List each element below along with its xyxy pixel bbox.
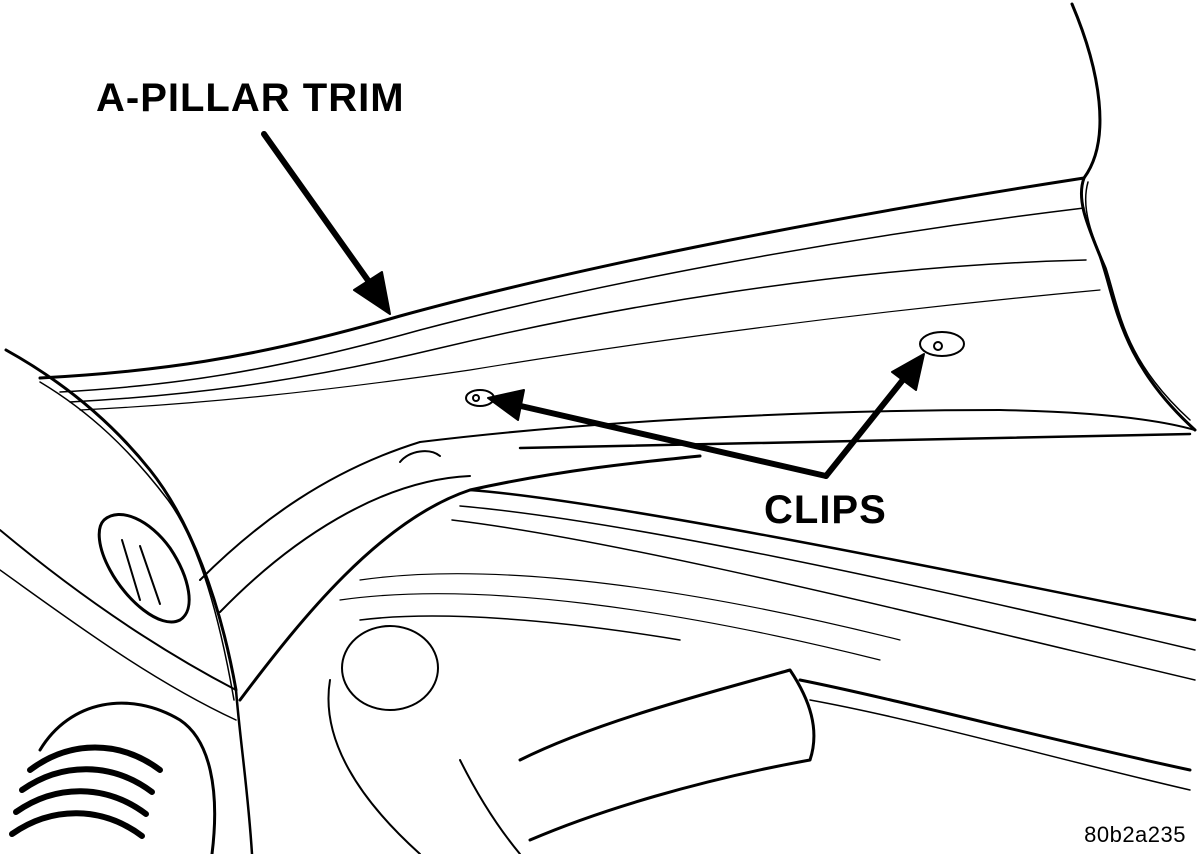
pillar-trim-top-edge: [38, 176, 1086, 380]
side-vent-slot: [97, 513, 191, 624]
side-vent-fin-1: [121, 539, 141, 601]
speaker-boss: [341, 625, 439, 711]
dash-cowl-edge-2: [809, 699, 1191, 791]
dash-top-edge: [468, 488, 1197, 622]
a-pillar-trim-label: A-PILLAR TRIM: [96, 76, 405, 120]
dash-top-line-1: [459, 505, 1196, 651]
pillar-trim-bottom-line: [518, 432, 1192, 450]
dash-hood-curve: [327, 679, 421, 854]
pillar-flange-slot: [399, 450, 441, 463]
dash-corner-inner: [39, 381, 235, 701]
pillar-flange-2: [219, 475, 471, 613]
center-vent-fin-4: [9, 810, 145, 839]
pillar-trim-line-3: [79, 289, 1101, 411]
clips-leader-left: [509, 401, 829, 479]
windshield-edge: [1070, 2, 1197, 432]
clips-leader-right-arrowhead: [891, 353, 925, 391]
pillar-trim-line-2: [69, 259, 1087, 403]
center-vent-outline: [38, 701, 217, 854]
dash-top-line-2: [451, 519, 1196, 681]
pillar-flange-1: [199, 441, 421, 581]
dash-top-line-4: [339, 593, 881, 661]
cluster-lower: [459, 759, 521, 854]
clips-leader-right: [823, 373, 909, 479]
dash-cowl-edge: [798, 678, 1192, 772]
dash-lower-curve: [234, 688, 254, 854]
figure-code: 80b2a235: [1084, 822, 1186, 847]
clips-leader-left-arrowhead: [487, 389, 525, 421]
pillar-trim-lower-edge: [419, 409, 1196, 443]
cluster-brow: [518, 668, 816, 842]
pillar-trim-line-1: [59, 207, 1085, 393]
dash-corner-outer: [4, 348, 238, 692]
center-vent-fin-2: [19, 766, 155, 795]
center-vent-fin-1: [27, 744, 163, 773]
dash-side-line-2: [0, 569, 237, 721]
windshield-edge-inner: [1084, 181, 1191, 421]
clips-label: CLIPS: [764, 488, 887, 532]
dash-hood-curve-2: [359, 615, 681, 641]
dash-side-line: [0, 529, 237, 691]
center-vent-fin-3: [13, 788, 149, 817]
clip-right: [919, 331, 965, 357]
trim-leader-arrowhead: [353, 271, 391, 315]
trim-leader-line: [261, 131, 375, 289]
dash-top-line-3: [359, 573, 901, 641]
side-vent-fin-2: [139, 545, 161, 605]
